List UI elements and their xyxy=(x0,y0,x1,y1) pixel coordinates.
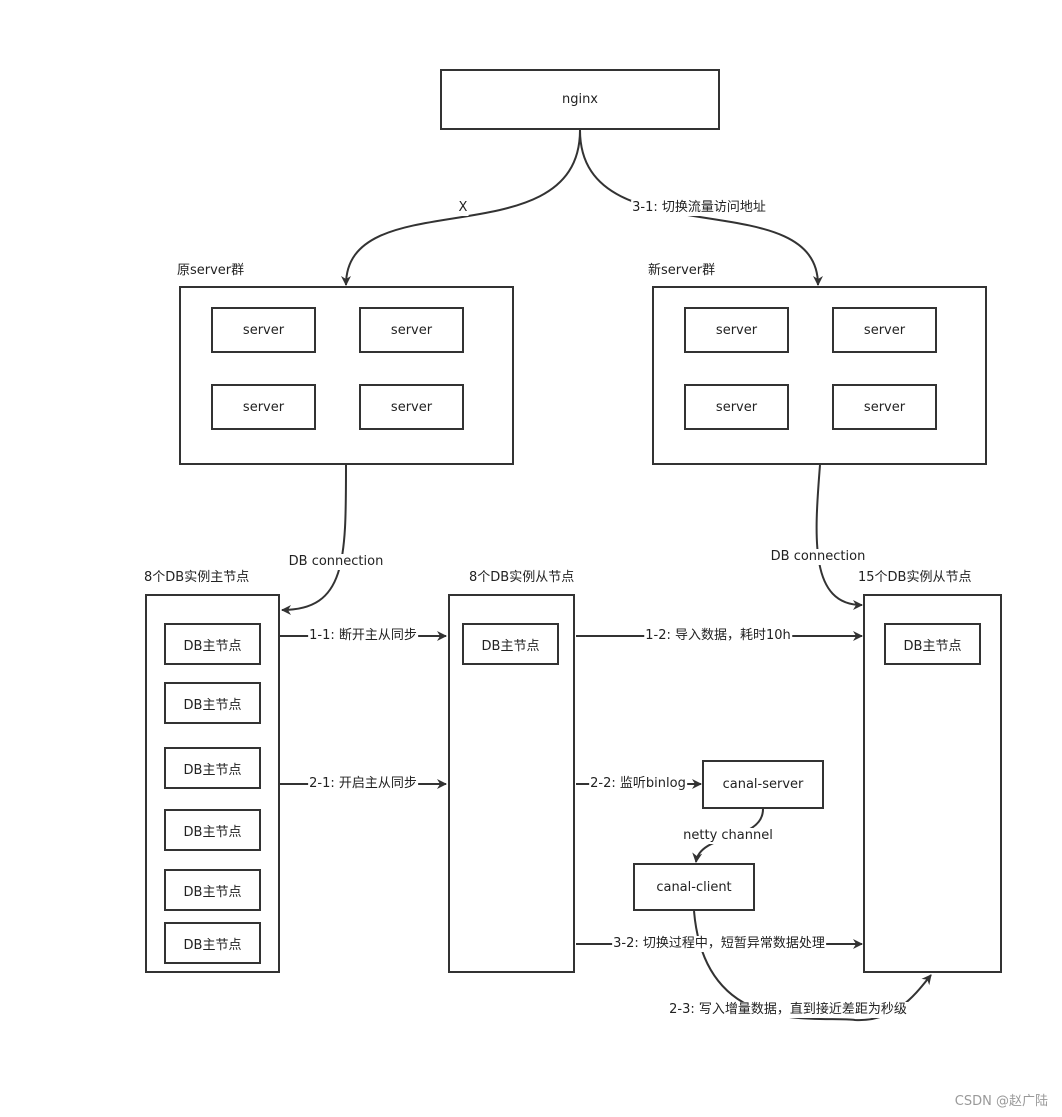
old-server-3: server xyxy=(211,384,316,430)
edge-2-3 xyxy=(693,910,932,1022)
edge-label-2-3: 2-3: 写入增量数据，直到接近差距为秒级 xyxy=(668,1002,908,1018)
canal-server-node: canal-server xyxy=(702,760,824,809)
edge-nginx-new xyxy=(579,129,823,286)
new-server-group-label: 新server群 xyxy=(648,263,716,278)
old-server-group-label: 原server群 xyxy=(177,263,245,278)
new-server-4: server xyxy=(832,384,937,430)
slave15-group-label: 15个DB实例从节点 xyxy=(858,570,972,585)
edge-old-master xyxy=(281,464,347,615)
edge-label-2-1: 2-1: 开启主从同步 xyxy=(308,776,418,792)
db-master-6: DB主节点 xyxy=(164,922,261,964)
nginx-node: nginx xyxy=(440,69,720,130)
db-master-1: DB主节点 xyxy=(164,623,261,665)
edge-label-netty: netty channel xyxy=(682,828,774,844)
old-server-2: server xyxy=(359,307,464,353)
new-server-2: server xyxy=(832,307,937,353)
edge-label-1-1: 1-1: 断开主从同步 xyxy=(308,628,418,644)
edge-label-x: X xyxy=(457,200,469,216)
master-group-label: 8个DB实例主节点 xyxy=(144,570,250,585)
old-server-1: server xyxy=(211,307,316,353)
canal-client-node: canal-client xyxy=(633,863,755,911)
edge-label-3-2: 3-2: 切换过程中，短暂异常数据处理 xyxy=(612,936,826,952)
old-server-4: server xyxy=(359,384,464,430)
slave15-db-node: DB主节点 xyxy=(884,623,981,665)
new-server-1: server xyxy=(684,307,789,353)
slave-db-node: DB主节点 xyxy=(462,623,559,665)
db-master-2: DB主节点 xyxy=(164,682,261,724)
new-server-3: server xyxy=(684,384,789,430)
edge-label-3-1: 3-1: 切换流量访问地址 xyxy=(631,200,767,216)
edge-label-dbconn-new: DB connection xyxy=(769,549,867,565)
db-master-4: DB主节点 xyxy=(164,809,261,851)
edge-label-2-2: 2-2: 监听binlog xyxy=(589,776,687,792)
slave-group-label: 8个DB实例从节点 xyxy=(469,570,575,585)
db-master-5: DB主节点 xyxy=(164,869,261,911)
edge-label-dbconn-old: DB connection xyxy=(287,554,385,570)
db-master-3: DB主节点 xyxy=(164,747,261,789)
edge-new-slave15 xyxy=(815,464,863,610)
edge-label-1-2: 1-2: 导入数据，耗时10h xyxy=(644,628,792,644)
edge-nginx-old xyxy=(341,129,581,286)
watermark: CSDN @赵广陆 xyxy=(954,1094,1048,1109)
